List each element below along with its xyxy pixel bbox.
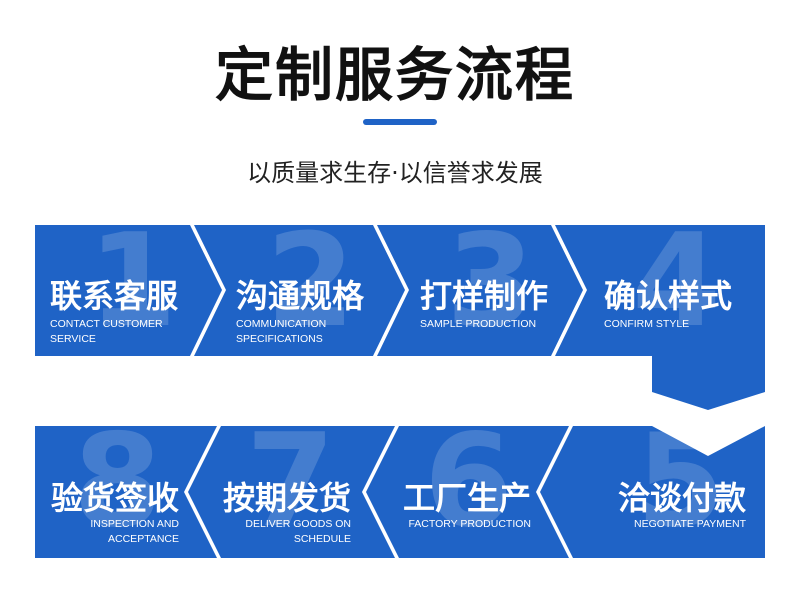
step-1-subtitle-line1: CONTACT CUSTOMER	[50, 318, 163, 330]
turn-connector	[652, 356, 765, 410]
step-4-title: 确认样式	[604, 277, 732, 315]
step-7-number: 7	[246, 407, 335, 556]
step-1-number: 1	[88, 207, 177, 356]
step-5-title: 洽谈付款	[618, 479, 746, 517]
page-subtitle: 以质量求生存·以信誉求发展	[247, 159, 543, 187]
step-6-subtitle-line1: FACTORY PRODUCTION	[408, 518, 531, 530]
step-2-subtitle-line1: COMMUNICATION	[236, 318, 326, 330]
page-title: 定制服务流程	[214, 41, 575, 109]
step-1-subtitle-line2: SERVICE	[50, 333, 96, 345]
step-5-shape	[540, 426, 765, 558]
step-4-subtitle-line1: CONFIRM STYLE	[604, 318, 689, 330]
step-5-number: 5	[636, 407, 725, 556]
step-2-number: 2	[266, 207, 355, 356]
step-7-shape	[188, 426, 395, 558]
step-2-shape	[194, 225, 405, 356]
step-4-shape	[555, 225, 765, 356]
step-1-title: 联系客服	[50, 277, 178, 315]
step-5-subtitle-line1: NEGOTIATE PAYMENT	[634, 518, 747, 530]
step-8-number: 8	[73, 407, 162, 556]
step-8-subtitle-line1: INSPECTION AND	[90, 518, 179, 530]
step-7-title: 按期发货	[223, 479, 351, 517]
step-3-title: 打样制作	[420, 277, 548, 315]
step-3-shape	[377, 225, 583, 356]
step-2-title: 沟通规格	[236, 277, 365, 315]
step-6-shape	[366, 426, 569, 558]
step-8-title: 验货签收	[51, 479, 179, 517]
step-7-subtitle-line2: SCHEDULE	[294, 533, 351, 545]
title-underline	[363, 119, 437, 125]
step-6-number: 6	[424, 407, 513, 556]
step-3-number: 3	[446, 207, 535, 356]
step-2-subtitle-line2: SPECIFICATIONS	[236, 333, 323, 345]
step-8-subtitle-line2: ACCEPTANCE	[108, 533, 179, 545]
step-8-shape	[35, 426, 217, 558]
step-3-subtitle-line1: SAMPLE PRODUCTION	[420, 318, 536, 330]
step-4-number: 4	[632, 207, 721, 356]
step-6-title: 工厂生产	[403, 479, 531, 517]
step-7-subtitle-line1: DELIVER GOODS ON	[245, 518, 351, 530]
step-1-shape	[35, 225, 222, 356]
